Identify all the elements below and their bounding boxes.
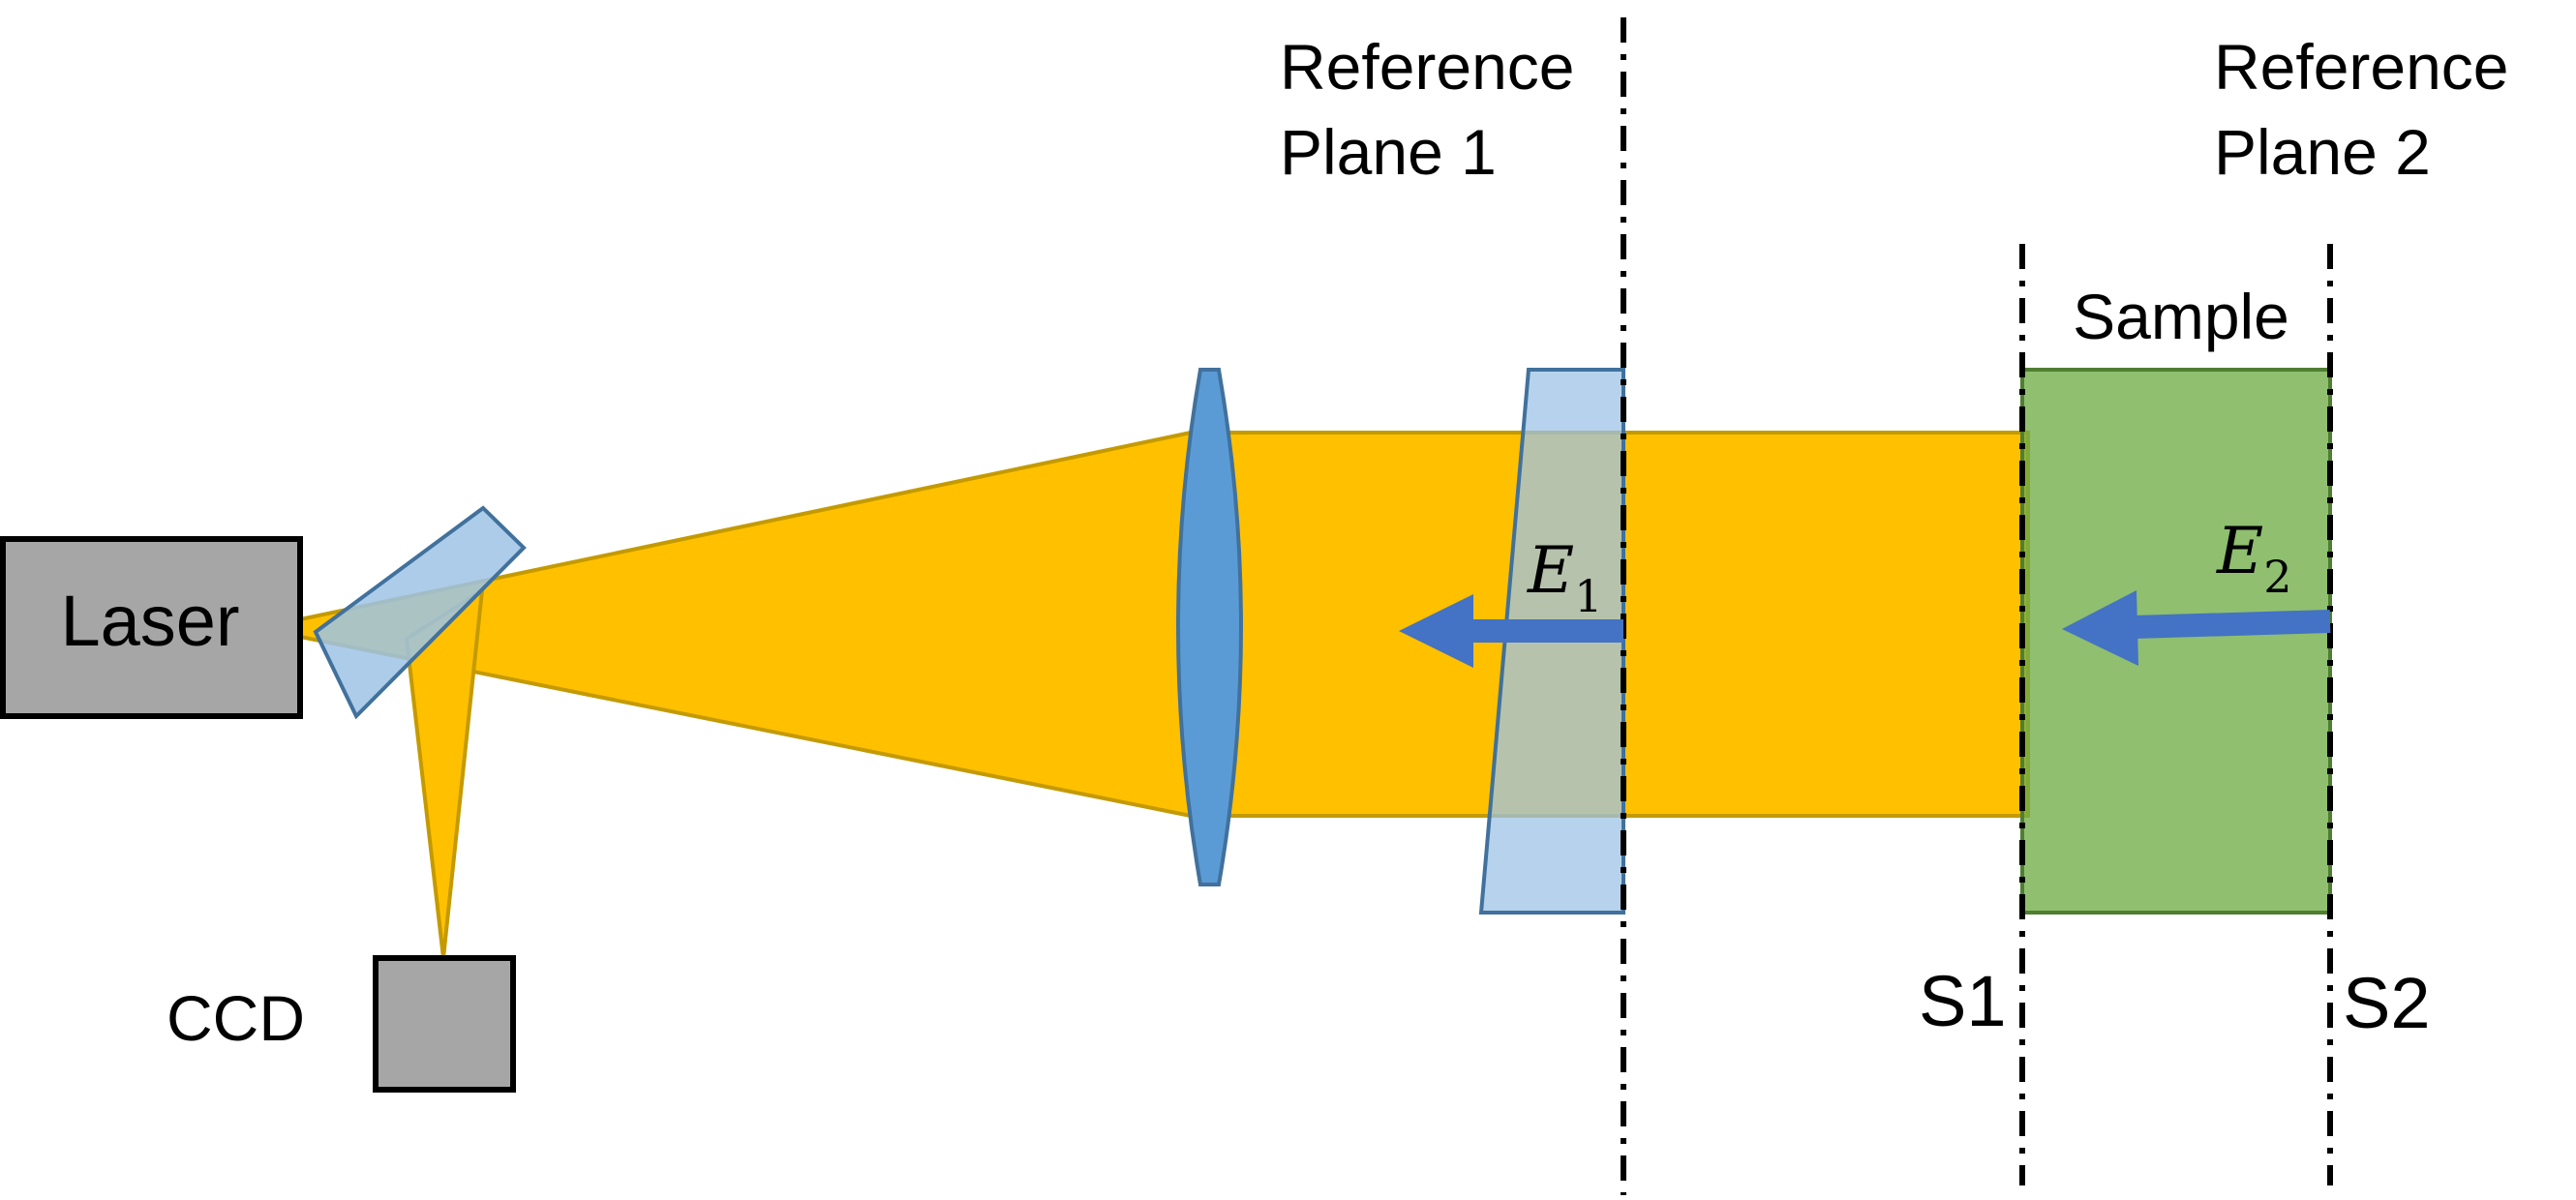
reference-plane-2-label-line1: Reference [2214, 31, 2509, 103]
e2-field-arrow [2062, 590, 2331, 666]
e1-label: E1 [1527, 533, 1602, 622]
sample-slab [2020, 368, 2332, 915]
laser-box [0, 536, 303, 719]
ccd-label: CCD [167, 982, 305, 1054]
reference-plane-1-label-line2: Plane 1 [1280, 116, 1497, 188]
beam-splitter-plate [313, 505, 527, 720]
e1-field-arrow [1399, 594, 1623, 668]
ccd-box [373, 955, 516, 1093]
s1-label: S1 [1919, 961, 2007, 1041]
sample-label: Sample [2073, 281, 2289, 352]
laser-label: Laser [60, 581, 239, 661]
biconvex-lens [1176, 368, 1243, 886]
reference-plane-1-label-line1: Reference [1280, 31, 1575, 103]
e2-label: E2 [2216, 514, 2291, 603]
s2-label: S2 [2343, 963, 2431, 1043]
reference-plane-2-label-line2: Plane 2 [2214, 116, 2431, 188]
